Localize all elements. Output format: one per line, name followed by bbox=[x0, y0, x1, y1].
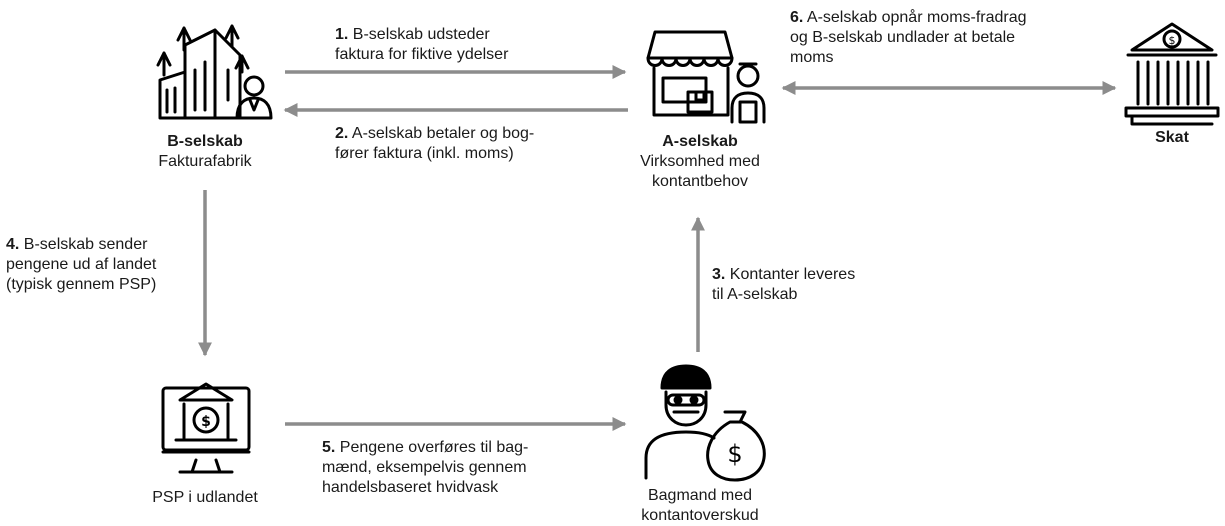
skat-dollar-glyph: $ bbox=[1169, 34, 1176, 47]
step-6-line-3: moms bbox=[790, 49, 834, 66]
step-5-num: 5. bbox=[322, 439, 336, 456]
step-4-line-2: pengene ud af landet bbox=[6, 256, 157, 273]
monitor-bank-icon bbox=[161, 382, 251, 474]
step-3-line-2: til A-selskab bbox=[712, 286, 798, 303]
step-3-label: 3. Kontanter leveres til A-selskab bbox=[712, 265, 855, 305]
node-skat-label: Skat bbox=[1122, 128, 1222, 148]
step-3-num: 3. bbox=[712, 266, 726, 283]
office-building-person-icon bbox=[156, 24, 273, 120]
node-psp-desc: PSP i udlandet bbox=[152, 489, 258, 506]
node-bagmand-desc-2: kontantoverskud bbox=[641, 507, 759, 524]
node-a-name: A-selskab bbox=[662, 133, 738, 150]
step-6-line-2: og B-selskab undlader at betale bbox=[790, 29, 1016, 46]
step-1-line-1: B-selskab udsteder bbox=[352, 26, 490, 43]
bag-dollar-glyph: $ bbox=[727, 440, 742, 468]
step-6-num: 6. bbox=[790, 9, 804, 26]
node-b-name: B-selskab bbox=[167, 133, 243, 150]
node-a-desc-1: Virksomhed med bbox=[640, 153, 760, 170]
masked-person-money-bag-icon bbox=[644, 364, 766, 482]
node-bagmand-desc-1: Bagmand med bbox=[647, 487, 753, 504]
step-5-line-2: mænd, eksempelvis gennem bbox=[322, 459, 527, 476]
node-skat-name: Skat bbox=[1155, 129, 1189, 146]
bank-icon bbox=[1124, 22, 1220, 126]
node-b-label: B-selskab Fakturafabrik bbox=[140, 132, 270, 172]
step-4-line-1: B-selskab sender bbox=[23, 236, 148, 253]
step-4-line-3: (typisk gennem PSP) bbox=[6, 276, 157, 293]
step-2-num: 2. bbox=[335, 125, 349, 142]
node-psp-label: PSP i udlandet bbox=[130, 488, 280, 508]
step-5-label: 5. Pengene overføres til bag- mænd, ekse… bbox=[322, 438, 528, 498]
step-1-label: 1. B-selskab udsteder faktura for fiktiv… bbox=[335, 25, 508, 65]
shop-person-icon bbox=[646, 30, 766, 124]
node-a-desc-2: kontantbehov bbox=[651, 173, 749, 190]
psp-dollar-glyph: $ bbox=[201, 414, 211, 430]
step-2-label: 2. A-selskab betaler og bog- fører faktu… bbox=[335, 124, 534, 164]
step-6-line-1: A-selskab opnår moms-fradrag bbox=[806, 9, 1027, 26]
node-b-desc: Fakturafabrik bbox=[158, 153, 252, 170]
step-2-line-2: fører faktura (inkl. moms) bbox=[335, 145, 514, 162]
step-5-line-1: Pengene overføres til bag- bbox=[339, 439, 529, 456]
step-1-line-2: faktura for fiktive ydelser bbox=[335, 46, 509, 63]
step-4-num: 4. bbox=[6, 236, 20, 253]
step-1-num: 1. bbox=[335, 26, 349, 43]
step-5-line-3: handelsbaseret hvidvask bbox=[322, 479, 499, 496]
node-bagmand-label: Bagmand med kontantoverskud bbox=[620, 486, 780, 526]
node-a-label: A-selskab Virksomhed med kontantbehov bbox=[620, 132, 780, 192]
step-4-label: 4. B-selskab sender pengene ud af landet… bbox=[6, 235, 156, 295]
step-3-line-1: Kontanter leveres bbox=[729, 266, 856, 283]
step-2-line-1: A-selskab betaler og bog- bbox=[351, 125, 535, 142]
step-6-label: 6. A-selskab opnår moms-fradrag og B-sel… bbox=[790, 8, 1027, 68]
